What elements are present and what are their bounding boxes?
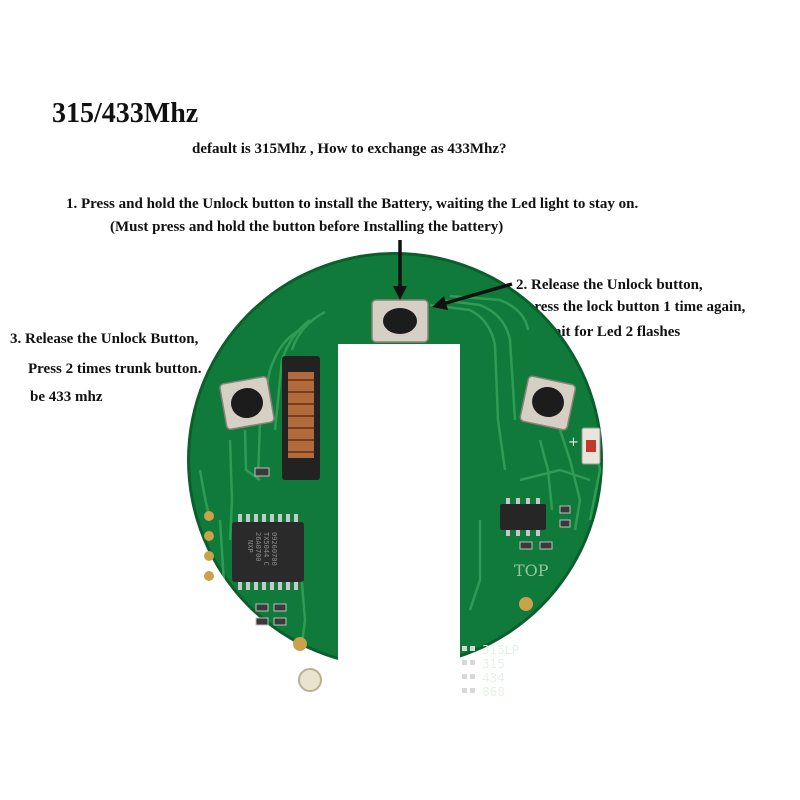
gold-pads [204,511,533,651]
chip-marking-line3: TX5044 C [262,532,270,566]
transmitter-chip-icon: NXP 26A0700 TX5044 C 09260700 [232,514,304,590]
freq-select-pads [462,646,475,693]
step2-line3: wait for Led 2 flashes [543,324,681,340]
freq-label-434: 434 [482,671,505,685]
board-cutout [338,344,460,704]
step2-line2: press the lock button 1 time again, [526,299,746,315]
step1-line2: (Must press and hold the button before I… [110,219,504,235]
freq-label-868: 868 [482,685,505,699]
arrow-icon [393,240,407,300]
step3-line2: Press 2 times trunk button. [28,361,202,377]
mount-hole [298,668,322,692]
led-polarity-label: + [568,435,579,450]
page-title: 315/433Mhz [52,98,199,129]
step3-line1: 3. Release the Unlock Button, [10,331,199,347]
step1-line1: 1. Press and hold the Unlock button to i… [66,196,639,212]
chip-marking-line4: 09260700 [270,532,278,566]
unlock-button-icon[interactable] [371,299,429,343]
step2-line1: 2. Release the Unlock button, [516,277,703,293]
antenna-coil-icon [282,356,320,480]
top-label: TOP [514,561,549,580]
step3-line3: be 433 mhz [30,389,103,405]
chip-marking-line1: NXP [246,540,254,553]
controller-chip-icon [500,498,546,536]
page-subtitle: default is 315Mhz , How to exchange as 4… [192,141,507,157]
freq-label-315: 315 [482,657,505,671]
arrow-icon [432,282,513,310]
lock-button-icon[interactable] [519,375,577,431]
led-icon: + [568,427,601,465]
freq-label-315lp: 315LP [482,643,519,657]
smd-components [254,467,571,626]
trunk-button-icon[interactable] [219,376,275,430]
chip-marking-line2: 26A0700 [254,532,262,562]
